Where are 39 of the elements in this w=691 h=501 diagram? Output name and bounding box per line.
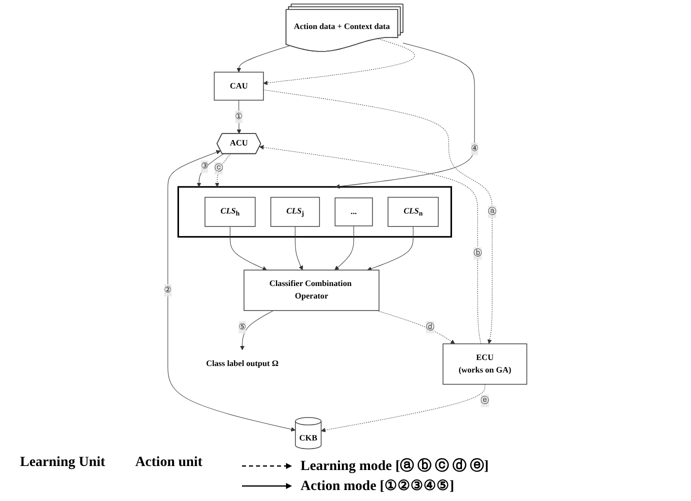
arrow [320,384,486,432]
edge-label: ⓐ [488,207,496,216]
arrow [294,226,303,270]
node-box: Classifier Combination Operator [244,270,380,311]
edge-label: ⓑ [473,248,482,258]
arrow [263,38,415,86]
edge-label: ③ [200,162,208,171]
cluster [177,186,452,238]
node-box: CLS$_{n}$ [388,196,439,227]
node-box: ... [334,197,373,226]
arrow [168,150,296,432]
legend-text: Learning mode [ⓐ ⓑ ⓒ ⓓ ⓔ] [300,457,489,475]
edge-label: ① [235,112,242,121]
edge-label: ⓔ [480,396,490,406]
arrow [259,145,482,344]
arrow [334,226,354,270]
edge-label: ⑤ [238,322,246,332]
edge-label: ② [164,286,172,294]
edge-label: ④ [470,144,478,154]
edge-label: ⓒ [214,164,223,173]
node-box: CLS$_{h}$ [204,196,256,227]
node-box: CAU [214,72,264,101]
arrow [376,310,456,344]
arrow [236,100,242,134]
arrow [240,310,274,350]
arrow [367,226,414,271]
arrow [214,153,231,188]
legend-text: Action mode [①②③④⑤] [300,478,454,495]
arrow [263,90,492,344]
unit-label: Learning Unit [20,455,106,471]
node-box: ECU (works on GA) [442,343,528,385]
arrow [236,45,290,72]
unit-label: Action unit [135,455,202,471]
arrow [335,42,475,189]
arrow [230,226,267,270]
edge-label: ⓓ [426,322,434,332]
node-text: Class label output Ω [206,359,279,368]
arrow [196,153,224,188]
node-box: CLS$_{j}$ [270,196,320,227]
